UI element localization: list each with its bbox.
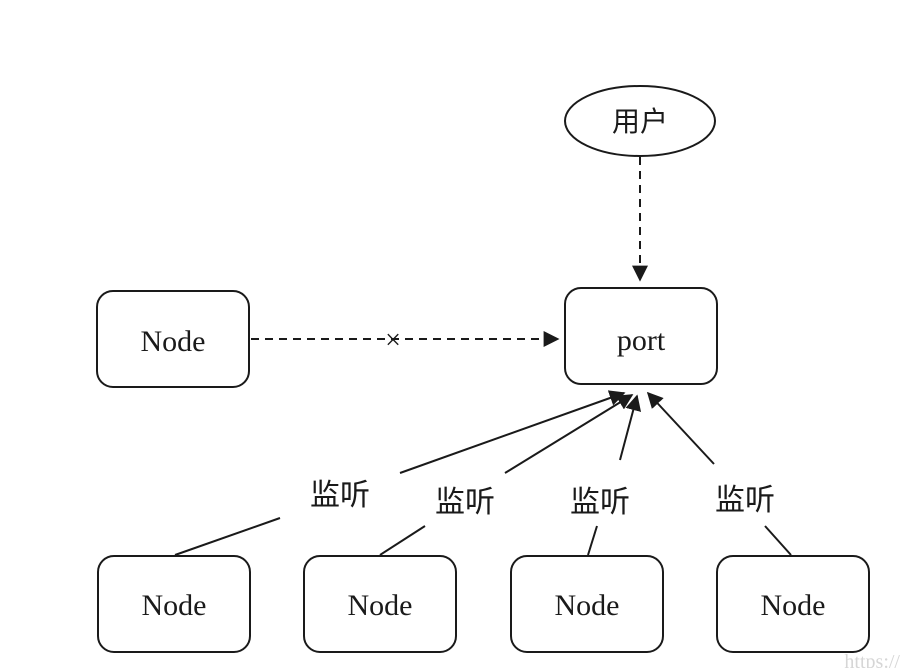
listener-edge-label-2: 监听 <box>435 485 495 520</box>
listener-node-label-3: Node <box>555 589 620 622</box>
listener-edge-label-3: 监听 <box>570 485 630 520</box>
listener-edge-label-1: 监听 <box>310 478 370 513</box>
listener-node-1: Node <box>97 555 251 653</box>
listener-node-label-4: Node <box>761 589 826 622</box>
listener-edge-1: 监听 <box>174 390 626 556</box>
listener-edge-2: 监听 <box>379 394 634 556</box>
blocked-x-marker: × <box>385 325 401 356</box>
user-node-label: 用户 <box>612 105 668 138</box>
listener-node-2: Node <box>303 555 457 653</box>
listener-edge-label-4: 监听 <box>715 483 775 518</box>
port-node-label: port <box>617 324 666 357</box>
user-node: 用户 <box>564 85 716 157</box>
isolated-node: Node <box>96 290 250 388</box>
listener-node-label-1: Node <box>142 589 207 622</box>
listener-edge-3: 监听 <box>570 394 642 556</box>
listener-node-label-2: Node <box>348 589 413 622</box>
listener-node-4: Node <box>716 555 870 653</box>
listener-node-3: Node <box>510 555 664 653</box>
isolated-node-label: Node <box>141 325 206 358</box>
watermark: https:// <box>844 651 900 668</box>
port-node: port <box>564 287 718 385</box>
listener-edge-4: 监听 <box>646 391 792 556</box>
